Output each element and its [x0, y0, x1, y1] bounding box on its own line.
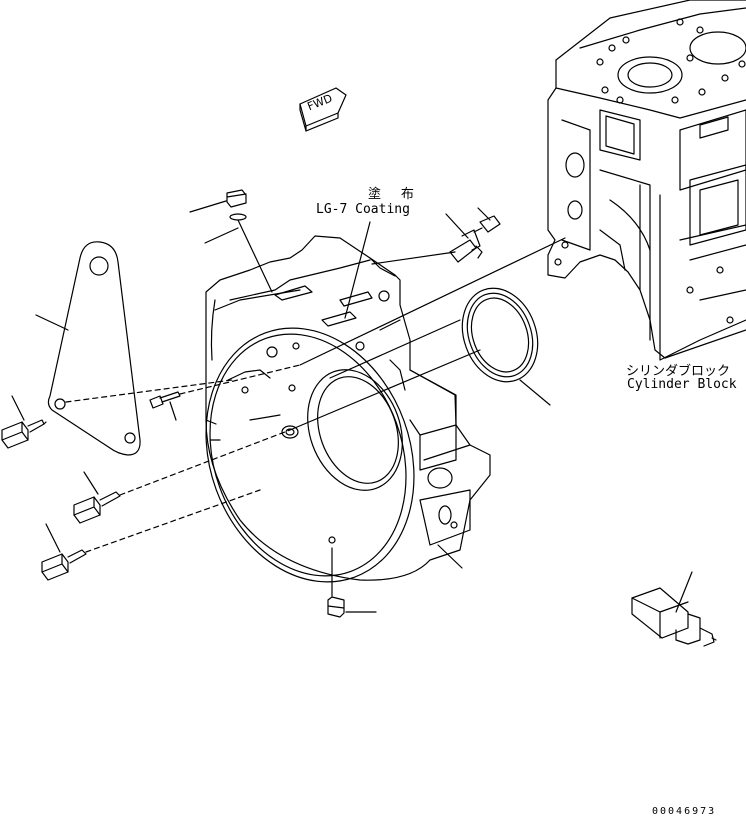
bolt-1	[1, 395, 47, 449]
bracket-plate	[35, 241, 141, 456]
cylinder-block-label-en: Cylinder Block	[627, 377, 737, 392]
cylinder-block	[547, 0, 746, 361]
sensor-connector	[631, 571, 717, 647]
document-number: 00046973	[652, 806, 717, 817]
bolt-3	[41, 523, 87, 581]
alignment-lines	[65, 364, 301, 553]
coating-label-en: LG-7 Coating	[316, 202, 410, 217]
coating-label-jp: 塗 布	[368, 187, 420, 202]
plug-part	[189, 189, 273, 293]
fwd-arrow-icon	[299, 87, 347, 132]
lower-plug	[327, 547, 377, 618]
bolt-small	[149, 391, 181, 421]
cylinder-block-label-jp: シリンダブロック	[626, 364, 731, 379]
flywheel-housing	[205, 235, 491, 583]
oil-seal	[461, 287, 551, 406]
leader-lines	[289, 237, 566, 431]
speed-sensor	[445, 207, 501, 263]
bolt-2	[73, 471, 121, 524]
coating-leader	[344, 221, 371, 319]
